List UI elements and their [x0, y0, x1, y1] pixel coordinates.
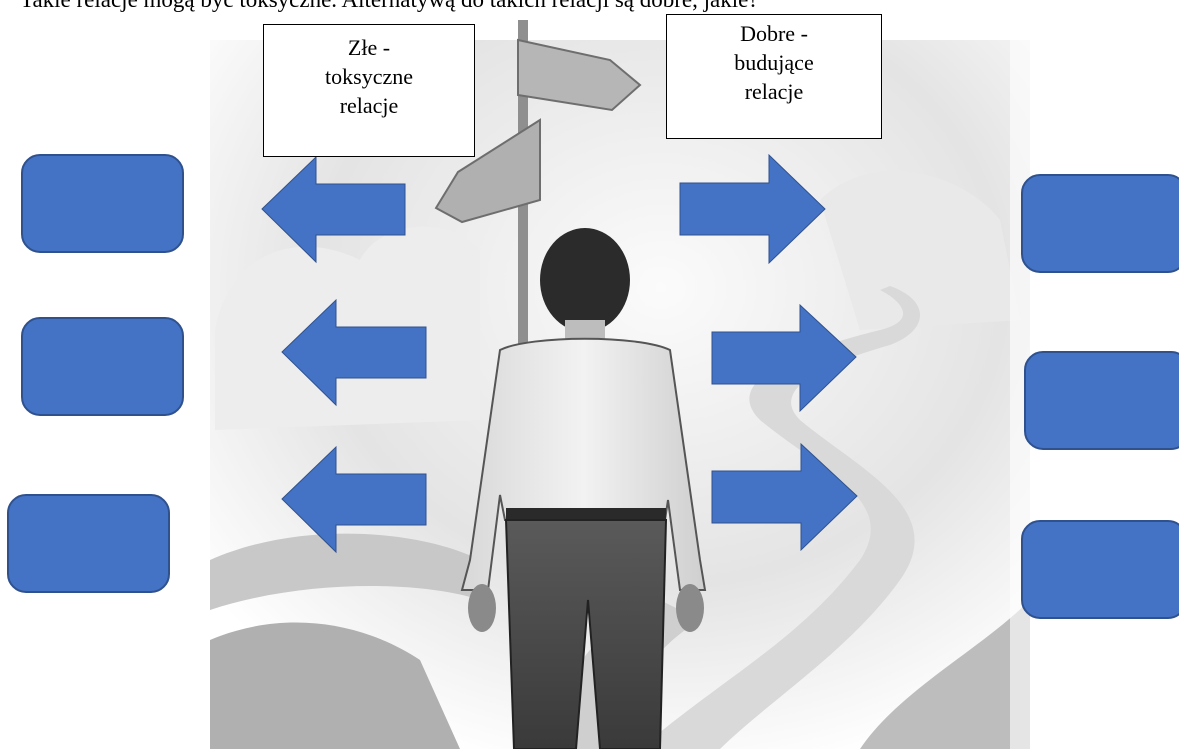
bad-relations-box: Złe - toksyczne relacje: [263, 24, 475, 157]
right-arrow-2: [711, 303, 857, 413]
good-label-line-1: Dobre -: [740, 21, 808, 46]
intro-text: Takie relacje mogą być toksyczne. Altern…: [20, 0, 759, 14]
right-box-1: [1021, 174, 1179, 273]
right-box-3: [1021, 520, 1179, 619]
left-box-1: [21, 154, 184, 253]
left-box-2: [21, 317, 184, 416]
good-label-line-3: relacje: [744, 79, 804, 104]
left-arrow-2: [281, 298, 427, 407]
right-box-2: [1024, 351, 1179, 450]
left-arrow-3: [281, 445, 427, 554]
good-relations-box: Dobre - budujące relacje: [666, 14, 882, 139]
bad-label-line-1: Złe -: [347, 35, 391, 60]
right-arrow-3: [711, 442, 858, 552]
bad-label-line-3: relacje: [339, 93, 399, 118]
left-arrow-1: [261, 155, 406, 264]
good-label-line-2: budujące: [734, 50, 814, 75]
bad-label-line-2: toksyczne: [325, 64, 413, 89]
right-arrow-1: [679, 153, 826, 265]
person-icon: [460, 228, 707, 749]
left-box-3: [7, 494, 170, 593]
